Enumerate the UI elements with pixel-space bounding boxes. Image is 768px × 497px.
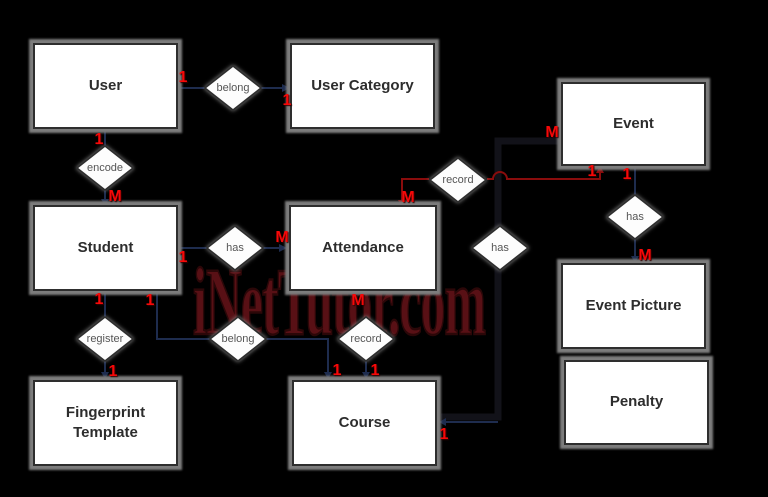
arrow-record-into-event: [596, 166, 604, 173]
relationship-label: encode: [86, 162, 124, 174]
cardinality-attendance-record-course: M: [351, 292, 365, 309]
relationship-label: belong: [216, 82, 250, 94]
diamond-shape: [209, 316, 267, 362]
line-attendance-record1: [401, 178, 429, 206]
relationship-label: belong: [221, 333, 255, 345]
entity-user-category-label: User Category: [311, 76, 414, 94]
entity-event-picture: Event Picture: [561, 263, 706, 349]
arrow-belong2-into-course: [324, 372, 332, 379]
arrow-into-usercategory: [282, 84, 290, 92]
cardinality-student-has: 1: [178, 249, 188, 266]
entity-course: Course: [292, 380, 437, 466]
diamond-shape: [76, 145, 134, 191]
diamond-shape: [206, 225, 264, 271]
cardinality-student-belong-course: 1: [145, 292, 155, 309]
diamond-shape: [204, 65, 262, 111]
relationship-has-event-eventpicture: has: [606, 194, 664, 240]
entity-attendance-label: Attendance: [322, 238, 404, 256]
diamond-shape: [606, 194, 664, 240]
line-belong2-course: [265, 338, 329, 373]
cardinality-has-eventpicture: M: [638, 247, 652, 264]
relationship-encode: encode: [76, 145, 134, 191]
relationship-has-course-event: has: [471, 225, 529, 271]
diamond-shape: [337, 316, 395, 362]
cardinality-record-event: 1: [587, 163, 597, 180]
entity-fingerprint-template: Fingerprint Template: [33, 380, 178, 466]
entity-event: Event: [561, 82, 706, 166]
diamond-shape: [76, 316, 134, 362]
arrow-into-fingerprint: [101, 372, 109, 379]
arrow-record2-into-course: [362, 372, 370, 379]
relationship-label: has: [491, 242, 509, 254]
cardinality-has-attendance: M: [275, 229, 289, 246]
entity-course-label: Course: [338, 413, 391, 431]
line-record1-event: [487, 167, 601, 180]
relationship-label: record: [350, 333, 382, 345]
relationship-belong-student-course: belong: [209, 316, 267, 362]
relationship-label: record: [442, 174, 474, 186]
entity-penalty-label: Penalty: [609, 393, 664, 411]
entity-user: User: [33, 43, 178, 129]
cardinality-user-encode: 1: [94, 131, 104, 148]
entity-fingerprint-template-label: Fingerprint Template: [65, 403, 146, 441]
relationship-label: has: [226, 242, 244, 254]
line-event-has2-course: [441, 137, 561, 421]
cardinality-register-fingerprint: 1: [108, 363, 118, 380]
diamond-shape: [471, 225, 529, 271]
relationship-register: register: [76, 316, 134, 362]
entity-user-label: User: [88, 76, 123, 94]
entity-penalty: Penalty: [564, 360, 709, 445]
diamond-shape: [429, 157, 487, 203]
relationship-record-attendance-course: record: [337, 316, 395, 362]
arrow-into-eventpicture: [631, 256, 639, 263]
cardinality-event-has-course: M: [545, 124, 559, 141]
entity-attendance: Attendance: [289, 205, 437, 291]
line-student-belong2: [156, 291, 211, 340]
relationship-belong-user-usercategory: belong: [204, 65, 262, 111]
entity-student: Student: [33, 205, 178, 291]
entity-student-label: Student: [77, 238, 134, 256]
cardinality-record-attendance: M: [401, 189, 415, 206]
relationship-has-student-attendance: has: [206, 225, 264, 271]
relationship-label: register: [86, 333, 124, 345]
cardinality-belong-usercategory: 1: [282, 92, 292, 109]
arrow-record-into-attendance: [398, 200, 406, 207]
arrow-into-attendance: [279, 244, 287, 252]
entity-event-picture-label: Event Picture: [585, 296, 682, 314]
relationship-record-attendance-event: record: [429, 157, 487, 203]
arrow-hasline-into-course: [439, 418, 446, 426]
cardinality-event-has-picture: 1: [622, 166, 632, 183]
cardinality-belong-course: 1: [332, 362, 342, 379]
cardinality-user-belong: 1: [178, 69, 188, 86]
arrow-into-student: [101, 199, 109, 206]
cardinality-encode-student: M: [108, 188, 122, 205]
entity-user-category: User Category: [290, 43, 435, 129]
entity-event-label: Event: [613, 114, 654, 132]
cardinality-student-register: 1: [94, 291, 104, 308]
relationship-label: has: [626, 211, 644, 223]
cardinality-has-course: 1: [439, 426, 449, 443]
cardinality-record-course: 1: [370, 362, 380, 379]
